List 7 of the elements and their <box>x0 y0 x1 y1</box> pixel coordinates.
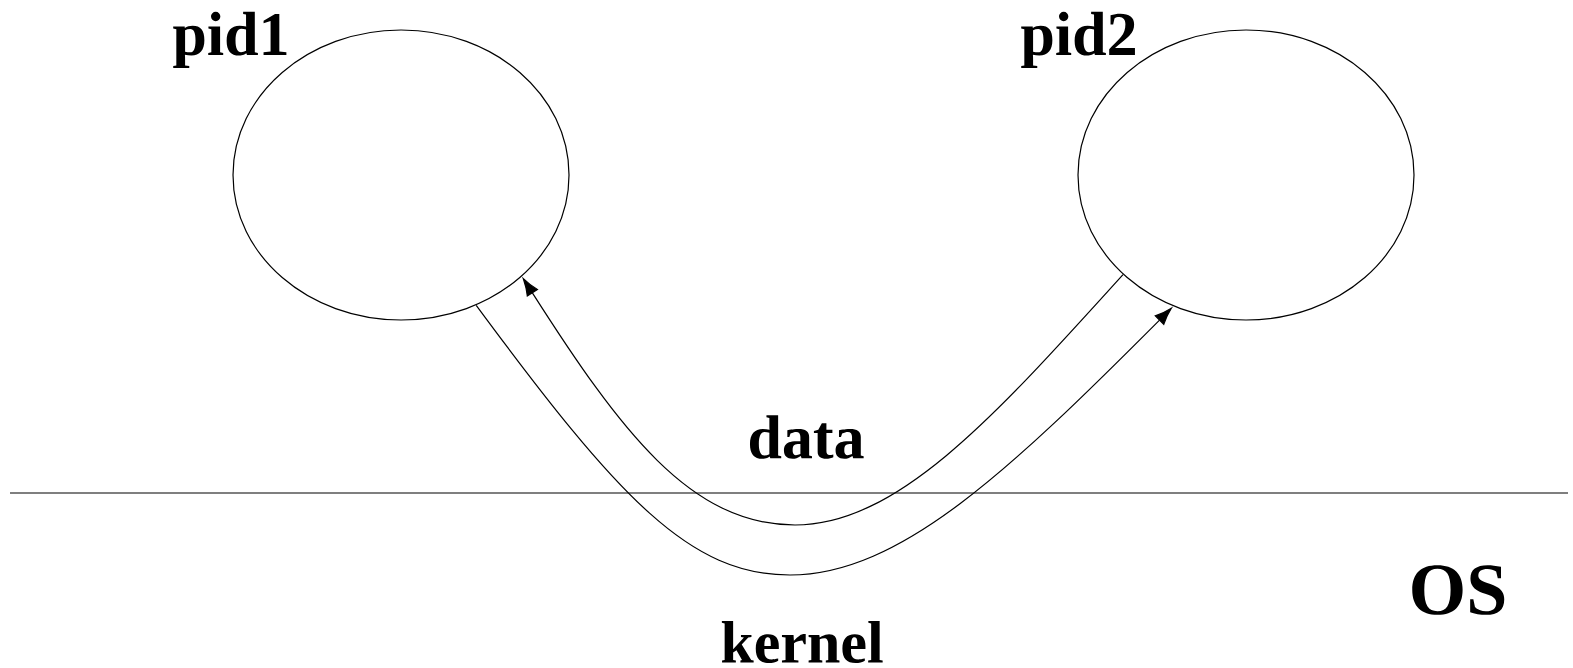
text-label: data <box>749 415 864 459</box>
arrow <box>475 304 1172 576</box>
process-label: pid1 <box>173 11 287 69</box>
arrow <box>522 274 1124 526</box>
text-label: OS <box>1412 565 1505 615</box>
text-label: kernel <box>721 620 883 664</box>
process-label: pid2 <box>1021 11 1135 69</box>
